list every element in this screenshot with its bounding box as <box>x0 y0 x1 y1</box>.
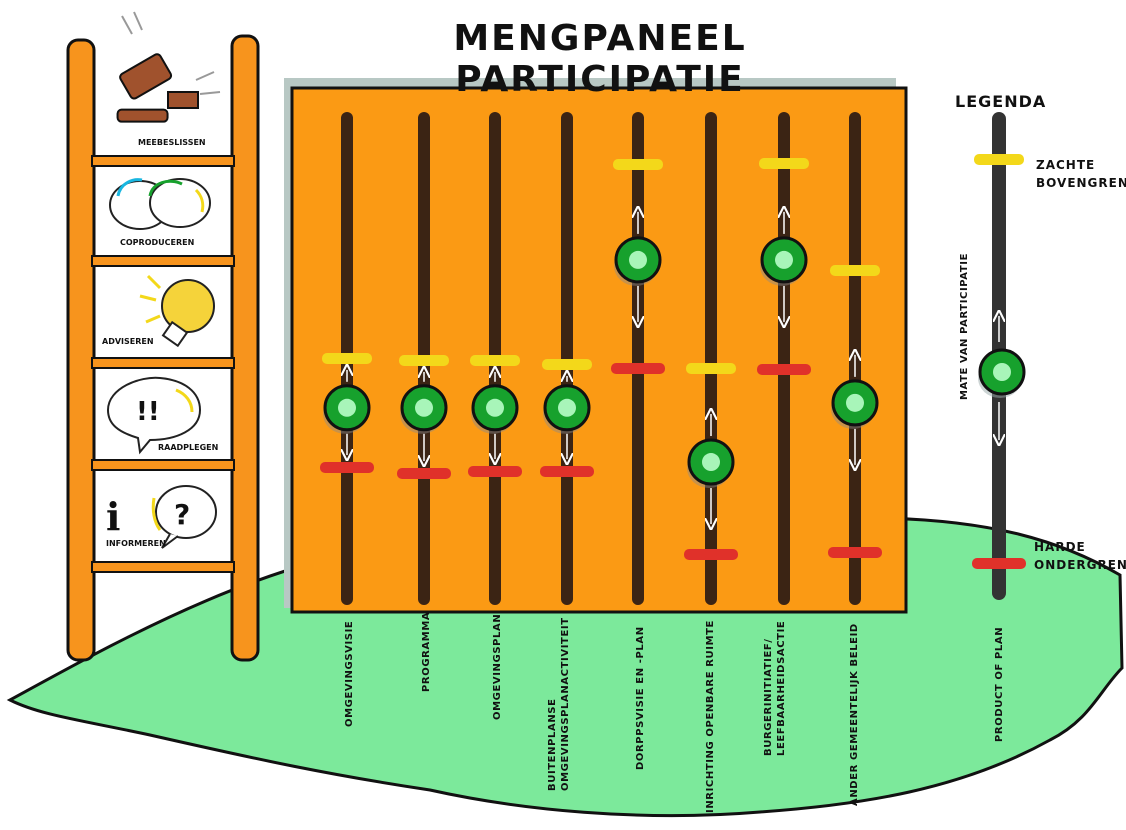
svg-text:i: i <box>106 494 120 539</box>
slider-channel[interactable] <box>468 112 522 605</box>
participation-ladder: !! i ? MEEBESLISSEN COPRODUCEREN ADVISER… <box>66 11 260 662</box>
slider-rail <box>632 112 644 605</box>
slider-knob-highlight <box>702 453 720 472</box>
ladder-rung <box>91 561 235 573</box>
slider-label-line: OMGEVINGSPLANACTIVITEIT <box>560 617 571 792</box>
hard-lower-bound-marker[interactable] <box>757 364 811 375</box>
soft-upper-bound-marker[interactable] <box>399 355 449 366</box>
slider-channel[interactable] <box>540 112 594 605</box>
speech-bubbles-icon <box>109 178 211 230</box>
legend-hard-lower-label: HARDE ONDERGRENS <box>1034 540 1126 572</box>
svg-text:!!: !! <box>136 397 160 427</box>
slider-knob-highlight <box>775 250 793 269</box>
hard-lower-bound-marker[interactable] <box>828 547 882 558</box>
soft-upper-bound-marker[interactable] <box>542 359 592 370</box>
slider-channel[interactable] <box>611 112 665 605</box>
slider-channel[interactable] <box>684 112 738 605</box>
slider-channel[interactable] <box>828 112 882 605</box>
slider-label-line: BUITENPLANSE <box>547 698 558 792</box>
ladder-rail-left <box>66 38 96 662</box>
slider-label-line: DORPPSVISIE EN -PLAN <box>635 626 646 770</box>
slider-label-line: BURGERINITIATIEF/ <box>763 638 774 756</box>
soft-upper-bound-marker[interactable] <box>686 363 736 374</box>
legend-soft-upper-label: ZACHTE BOVENGRENS <box>1036 158 1126 190</box>
legend-knob <box>978 348 1026 398</box>
ladder-rung <box>91 459 235 471</box>
slider-rail <box>778 112 790 605</box>
slider-channel[interactable] <box>397 112 451 605</box>
slider-rail <box>705 112 717 605</box>
slider-label-line: ANDER GEMEENTELIJK BELEID <box>849 622 860 806</box>
ladder-rail-right <box>230 34 260 662</box>
hard-lower-bound-marker[interactable] <box>468 466 522 477</box>
panel-board <box>290 86 908 614</box>
ladder-label-adviseren: ADVISEREN <box>102 337 154 346</box>
slider-label: PROGRAMMA <box>420 612 433 692</box>
soft-upper-bound-marker[interactable] <box>322 353 372 364</box>
legend <box>972 112 1026 600</box>
page-title: MENGPANEEL PARTICIPATIE <box>453 18 747 100</box>
info-question-icon: i ? <box>106 485 217 549</box>
slider-channel[interactable] <box>757 112 811 605</box>
slider-knob-highlight <box>629 250 647 269</box>
slider-label-line: OMGEVINGSPLAN <box>492 613 503 721</box>
legend-soft-upper-bound <box>974 154 1024 165</box>
ladder-rung <box>91 155 235 167</box>
slider-label: OMGEVINGSVISIE <box>343 621 356 727</box>
ladder-label-raadplegen: RAADPLEGEN <box>158 443 218 452</box>
slider-label: ANDER GEMEENTELIJK BELEID <box>848 623 861 806</box>
slider-knob-highlight <box>486 398 504 417</box>
slider-knob-highlight <box>846 393 864 412</box>
slider-knob-highlight <box>338 398 356 417</box>
slider-label-line: OMGEVINGSVISIE <box>344 621 355 728</box>
slider-label: BURGERINITIATIEF/LEEFBAARHEIDSACTIE <box>762 620 788 755</box>
slider-label-line: PROGRAMMA <box>421 611 432 692</box>
hard-lower-bound-marker[interactable] <box>397 468 451 479</box>
gavel-icon <box>116 11 221 123</box>
slider-knob-highlight <box>558 398 576 417</box>
legend-axis-label: MATE VAN PARTICIPATIE <box>959 252 970 400</box>
hard-lower-bound-marker[interactable] <box>611 363 665 374</box>
slider-knob-highlight <box>415 398 433 417</box>
soft-upper-bound-marker[interactable] <box>830 265 880 276</box>
ladder-rung <box>91 255 235 267</box>
hard-lower-bound-marker[interactable] <box>320 462 374 473</box>
slider-channel[interactable] <box>320 112 374 605</box>
soft-upper-bound-marker[interactable] <box>759 158 809 169</box>
ladder-rung <box>91 357 235 369</box>
legend-slider-label: PRODUCT OF PLAN <box>994 626 1005 742</box>
hard-lower-bound-marker[interactable] <box>540 466 594 477</box>
exclamation-bubble-icon: !! <box>106 376 202 455</box>
legend-hard-lower-bound <box>972 558 1026 569</box>
slider-label: OMGEVINGSPLAN <box>491 614 504 720</box>
lightbulb-icon <box>139 274 215 348</box>
soft-upper-bound-marker[interactable] <box>470 355 520 366</box>
legend-title: LEGENDA <box>955 92 1047 111</box>
slider-label: INRICHTING OPENBARE RUIMTE <box>704 620 717 813</box>
ladder-label-meebeslissen: MEEBESLISSEN <box>138 138 206 147</box>
ladder-label-informeren: INFORMEREN <box>106 539 166 548</box>
svg-text:?: ? <box>174 498 190 531</box>
slider-label-line: LEEFBAARHEIDSACTIE <box>776 620 787 756</box>
hard-lower-bound-marker[interactable] <box>684 549 738 560</box>
soft-upper-bound-marker[interactable] <box>613 159 663 170</box>
slider-label: DORPPSVISIE EN -PLAN <box>634 626 647 770</box>
mixing-panel <box>284 78 908 614</box>
slider-rail <box>561 112 573 605</box>
ladder-label-coproduceren: COPRODUCEREN <box>120 238 194 247</box>
slider-label-line: INRICHTING OPENBARE RUIMTE <box>705 619 716 813</box>
